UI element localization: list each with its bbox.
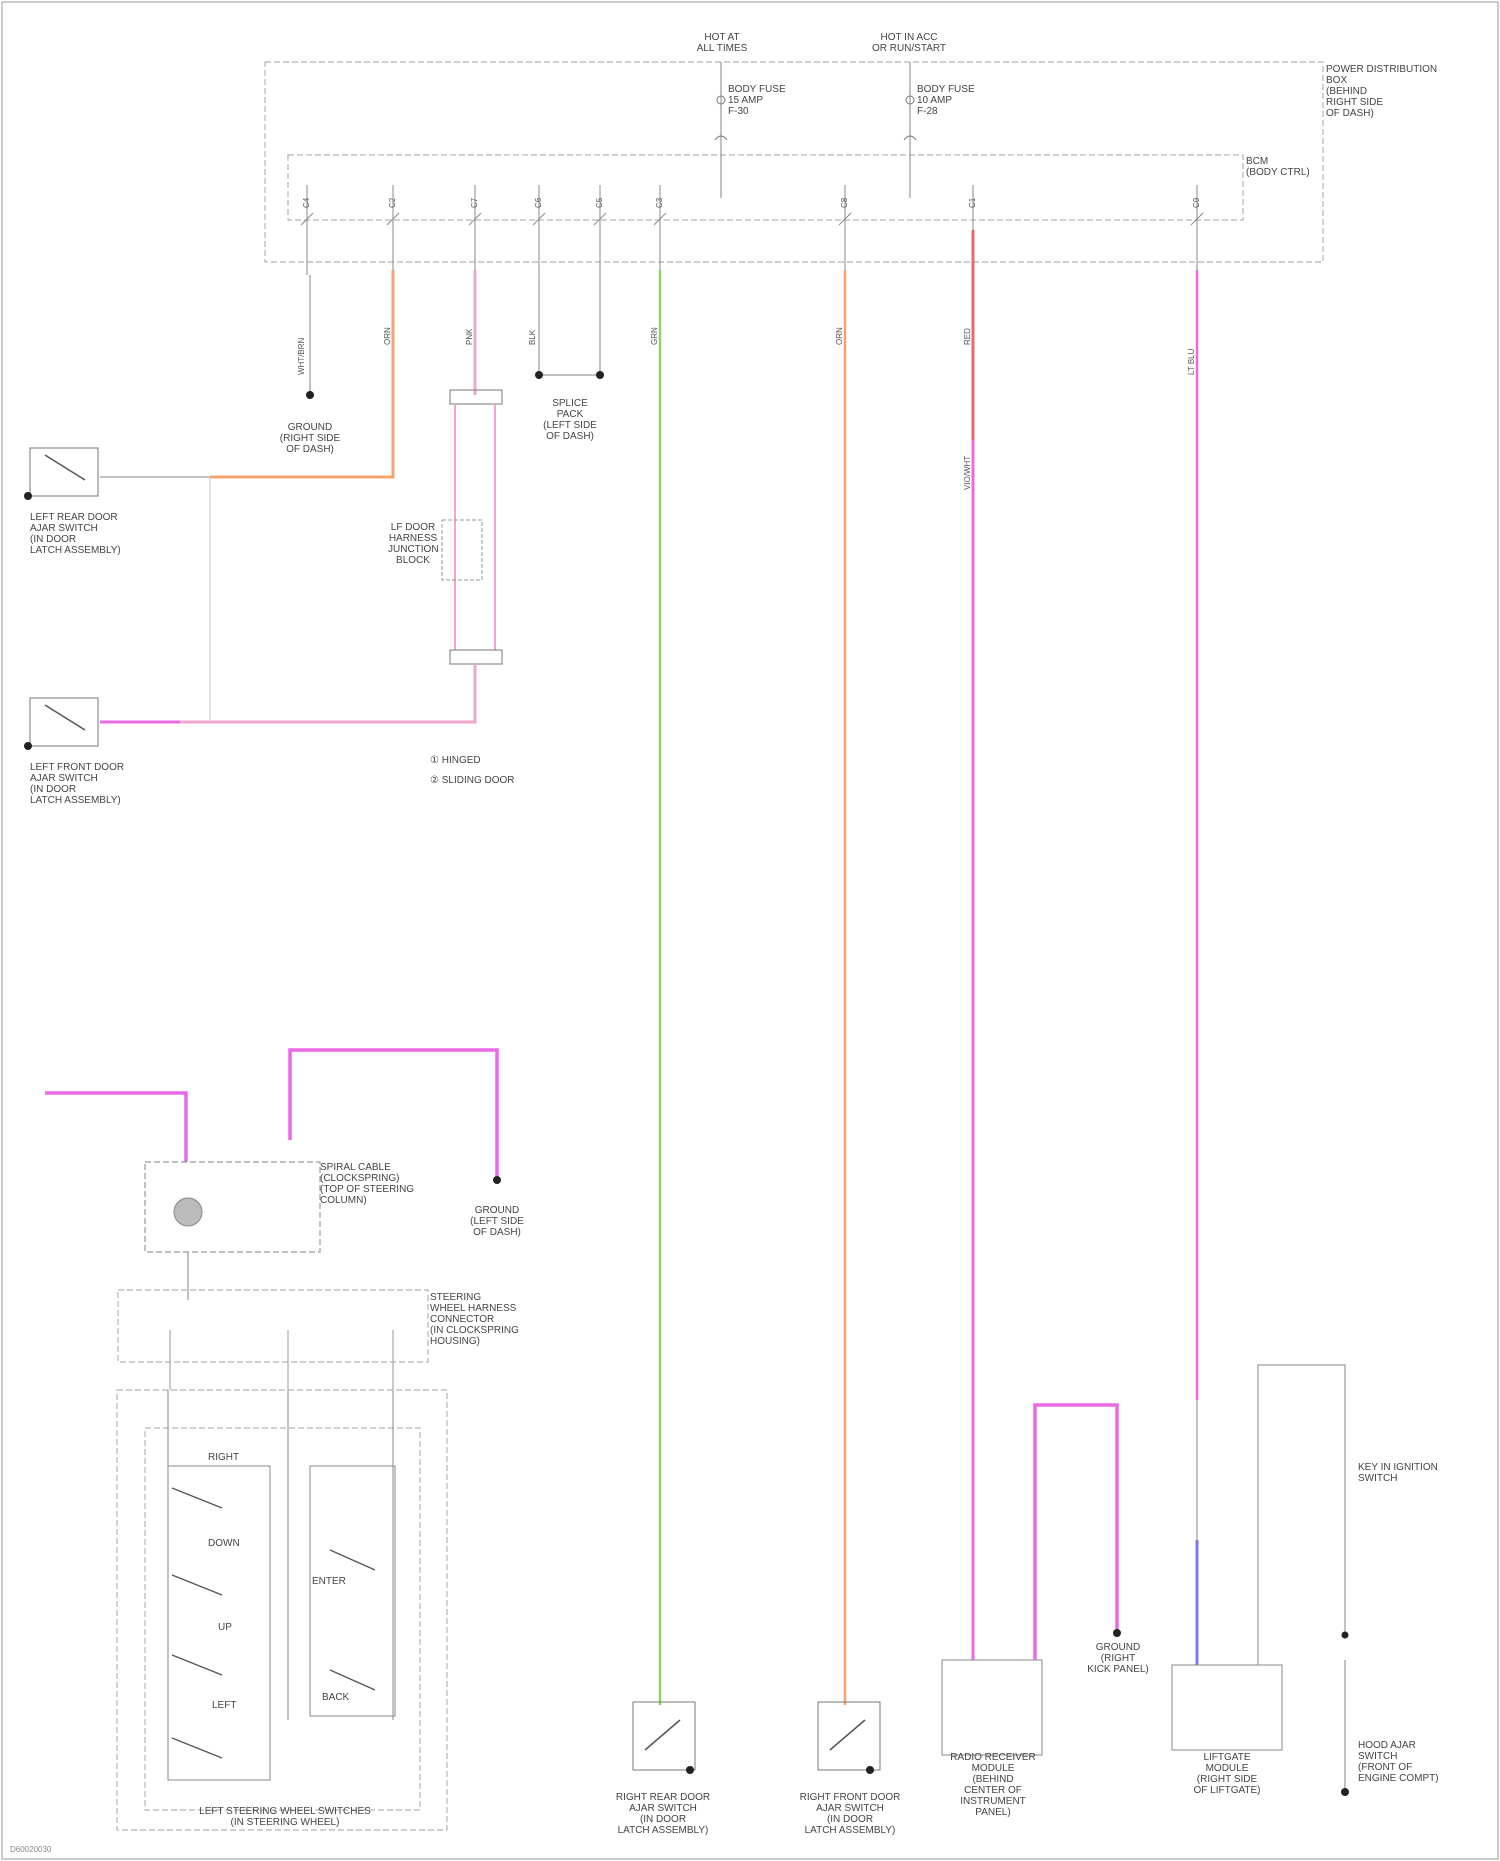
wire-magenta-clockspring-feed: [45, 1093, 186, 1162]
pin-label: C5: [595, 198, 604, 208]
legend-1: ① HINGED: [430, 755, 481, 766]
right-rear-switch-ground: [686, 1766, 694, 1774]
ground-pair-dot-2: [596, 371, 604, 379]
left-rear-switch-ground: [24, 492, 32, 500]
bcm-label: BCM (BODY CTRL): [1246, 156, 1310, 178]
right-front-switch-box: [818, 1702, 880, 1770]
ground-pair-dot-1: [535, 371, 543, 379]
right-front-switch-blade: [830, 1720, 865, 1750]
pin-label: C4: [302, 198, 311, 208]
fuse-left-label: BODY FUSE 15 AMP F-30: [728, 84, 786, 117]
steering-switch-blades: [172, 1488, 375, 1758]
clockspring-ground-dot: [493, 1176, 501, 1184]
liftgate-module-box: [1172, 1665, 1282, 1750]
button-label-enter: ENTER: [312, 1576, 346, 1587]
pdb-label: POWER DISTRIBUTION BOX (BEHIND RIGHT SID…: [1326, 64, 1437, 119]
pin-label: C1: [968, 198, 977, 208]
hood-switch-label: HOOD AJAR SWITCH (FRONT OF ENGINE COMPT): [1358, 1740, 1439, 1784]
wire-pink-left-front: [100, 664, 475, 722]
button-label-right: RIGHT: [208, 1452, 239, 1463]
ground-pair-label: SPLICE PACK (LEFT SIDE OF DASH): [528, 398, 612, 442]
pin-label: C6: [534, 198, 543, 208]
upper-ground-dot: [306, 391, 314, 399]
lower-left-ground-label: GROUND (LEFT SIDE OF DASH): [460, 1205, 534, 1238]
pin-label: C7: [470, 198, 479, 208]
right-front-switch-ground: [866, 1766, 874, 1774]
left-front-switch-box: [30, 698, 98, 746]
wire-color-label: WHT/BRN: [297, 338, 306, 375]
radio-ground-dot: [1113, 1629, 1121, 1637]
upper-ground-label: GROUND (RIGHT SIDE OF DASH): [262, 422, 358, 455]
wire-color-label: VIO/WHT: [963, 456, 972, 490]
wire-color-label: LT BLU: [1187, 349, 1196, 375]
left-rear-switch-box: [30, 448, 98, 496]
fuse-right-label: BODY FUSE 10 AMP F-28: [917, 84, 975, 117]
radio-module-box: [942, 1660, 1042, 1755]
liftgate-module-label: LIFTGATE MODULE (RIGHT SIDE OF LIFTGATE): [1162, 1752, 1292, 1796]
wire-magenta-radio-ground: [1035, 1405, 1117, 1660]
pin-label: C3: [655, 198, 664, 208]
steering-connector-box: [118, 1290, 428, 1362]
pin-label: C2: [388, 198, 397, 208]
pin-label: C8: [840, 198, 849, 208]
wire-color-label: ORN: [835, 327, 844, 345]
right-rear-switch-box: [633, 1702, 695, 1770]
wire-color-label: GRN: [650, 327, 659, 345]
steering-right-group: [310, 1466, 395, 1716]
button-label-left: LEFT: [212, 1700, 236, 1711]
left-front-switch-blade: [45, 705, 85, 730]
left-rear-switch-blade: [45, 455, 85, 480]
right-front-switch-label: RIGHT FRONT DOOR AJAR SWITCH (IN DOOR LA…: [787, 1792, 913, 1836]
left-rear-switch-label: LEFT REAR DOOR AJAR SWITCH (IN DOOR LATC…: [30, 512, 121, 556]
pin-label: C9: [1192, 198, 1201, 208]
source-right-label: HOT IN ACC OR RUN/START: [842, 32, 976, 54]
radio-module-label: RADIO RECEIVER MODULE (BEHIND CENTER OF …: [938, 1752, 1048, 1818]
right-rear-switch-blade: [645, 1720, 680, 1750]
steering-switch-outer: [117, 1390, 447, 1830]
power-distribution-box: [265, 62, 1323, 262]
source-left-label: HOT AT ALL TIMES: [680, 32, 764, 54]
wire-magenta-clockspring-ground: [290, 1050, 497, 1180]
steering-connector-label: STEERING WHEEL HARNESS CONNECTOR (IN CLO…: [430, 1292, 519, 1347]
diagram-footer: D60020030: [10, 1845, 51, 1854]
button-label-down: DOWN: [208, 1538, 240, 1549]
diode-module-body: [442, 520, 482, 580]
junction-block-label: LF DOOR HARNESS JUNCTION BLOCK: [388, 522, 438, 566]
key-switch-dot: [1342, 1632, 1349, 1639]
right-ground-label: GROUND (RIGHT KICK PANEL): [1078, 1642, 1158, 1675]
diode-module-bottom-connector: [450, 650, 502, 664]
wire-color-label: RED: [963, 328, 972, 345]
key-switch-label: KEY IN IGNITION SWITCH: [1358, 1462, 1438, 1484]
wire-color-label: ORN: [383, 327, 392, 345]
wire-color-label: BLK: [528, 330, 537, 345]
steering-switch-label: LEFT STEERING WHEEL SWITCHES (IN STEERIN…: [135, 1806, 435, 1828]
button-label-up: UP: [218, 1622, 232, 1633]
bcm-box: [288, 155, 1243, 220]
spiral-cable-box: [145, 1162, 320, 1252]
left-front-switch-ground: [24, 742, 32, 750]
steering-switch-inner: [145, 1428, 420, 1810]
wire-color-label: PNK: [465, 329, 474, 345]
spiral-cable-symbol: [174, 1198, 202, 1226]
button-label-back: BACK: [322, 1692, 349, 1703]
legend-2: ② SLIDING DOOR: [430, 775, 515, 786]
hood-switch-ground: [1341, 1788, 1349, 1796]
liftgate-side-wire: [1258, 1365, 1345, 1665]
spiral-cable-label: SPIRAL CABLE (CLOCKSPRING) (TOP OF STEER…: [320, 1162, 414, 1206]
left-front-switch-label: LEFT FRONT DOOR AJAR SWITCH (IN DOOR LAT…: [30, 762, 124, 806]
right-rear-switch-label: RIGHT REAR DOOR AJAR SWITCH (IN DOOR LAT…: [600, 1792, 726, 1836]
